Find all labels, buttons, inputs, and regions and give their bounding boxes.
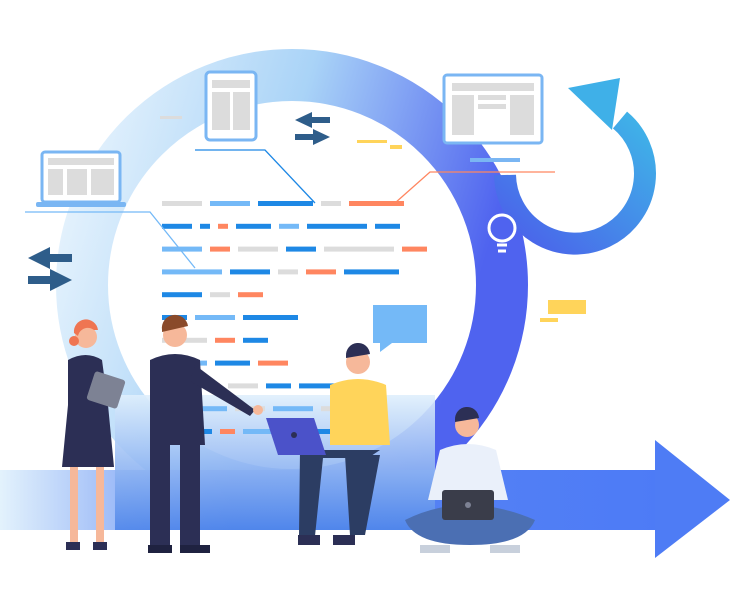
code-line-segment	[238, 292, 263, 298]
monitor-icon	[442, 73, 544, 162]
yellow-notes	[160, 116, 586, 322]
code-line-segment	[162, 201, 202, 206]
swap-arrows-left-icon	[28, 247, 72, 291]
code-line-segment	[279, 223, 299, 229]
code-line-segment	[243, 315, 298, 320]
code-line-segment	[162, 223, 192, 229]
code-line-segment	[236, 223, 271, 229]
person-man-cross-legged	[405, 406, 535, 553]
refresh-arrow-icon	[494, 78, 656, 255]
code-line-segment	[402, 246, 427, 252]
code-line-segment	[258, 360, 288, 366]
code-line-segment	[230, 269, 270, 275]
person-man-laptop-sitting	[266, 342, 390, 545]
code-line-segment	[218, 223, 228, 229]
code-line-segment	[324, 246, 394, 252]
code-line-segment	[238, 246, 278, 252]
code-line-segment	[273, 406, 313, 412]
code-line-segment	[200, 223, 210, 229]
code-line-segment	[258, 201, 313, 206]
connector-lines	[25, 149, 555, 269]
speech-bubble-icon	[373, 305, 427, 352]
person-man-pointing	[148, 314, 263, 553]
code-line-segment	[286, 246, 316, 252]
code-line-segment	[215, 360, 250, 366]
code-line-segment	[162, 246, 202, 252]
code-line-segment	[321, 201, 341, 206]
code-line-segment	[306, 269, 336, 275]
code-line-segment	[210, 292, 230, 298]
code-line-segment	[228, 383, 258, 389]
tablet-icon	[204, 70, 258, 142]
lightbulb-icon	[487, 213, 517, 253]
person-woman-tablet	[62, 319, 126, 550]
code-line-segment	[344, 269, 399, 275]
code-line-segment	[210, 201, 250, 206]
swap-arrows-icon	[295, 112, 330, 145]
code-line-segment	[349, 201, 404, 206]
code-line-segment	[210, 246, 230, 252]
code-line-segment	[220, 429, 235, 434]
code-line-segment	[307, 223, 367, 229]
code-line-segment	[195, 315, 235, 320]
code-line-segment	[266, 383, 291, 389]
code-line-segment	[162, 269, 222, 275]
code-line-segment	[278, 269, 298, 275]
code-line-segment	[215, 337, 235, 343]
laptop-icon	[36, 150, 126, 207]
code-line-segment	[375, 223, 400, 229]
code-line-segment	[243, 337, 268, 343]
code-line-segment	[162, 292, 202, 298]
